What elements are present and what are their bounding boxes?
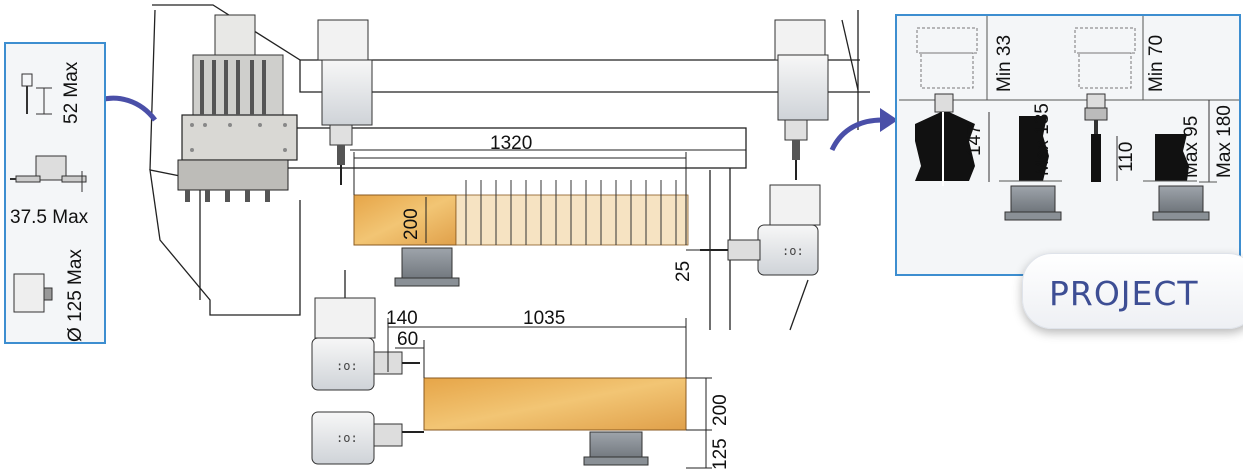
drilling-head: [177, 14, 298, 202]
dim-25: 25: [673, 260, 694, 282]
workpiece-bottom: [423, 377, 687, 466]
label-max-135: Max 135: [1032, 103, 1053, 176]
horizontal-spindles-bottom: :o: :o:: [311, 297, 424, 465]
dim-125: 125: [710, 438, 731, 470]
dim-200-top: 200: [401, 208, 422, 240]
tool-limits-panel-right: Min 33 Min 70 147 Max 135 110 Max 95 Max…: [895, 14, 1241, 276]
label-147: 147: [964, 124, 985, 156]
dim-200-bottom: 200: [710, 394, 731, 426]
label-52-max: 52 Max: [61, 61, 82, 124]
label-min-70: Min 70: [1146, 34, 1167, 92]
label-max-180: Max 180: [1214, 105, 1235, 178]
workpiece-top: [353, 180, 689, 287]
dim-1035: 1035: [523, 308, 566, 329]
spindle-right: [774, 19, 829, 180]
label-min-33: Min 33: [994, 34, 1015, 92]
label-max-95: Max 95: [1181, 115, 1202, 178]
svg-text::o:: :o:: [336, 359, 358, 373]
tool-icons-left: [10, 73, 87, 313]
horizontal-spindle-right: :o:: [700, 184, 821, 276]
spindle-left: [317, 19, 373, 185]
dim-140: 140: [386, 308, 418, 329]
tool-limits-panel-left: 52 Max 37.5 Max Ø 125 Max: [4, 42, 106, 344]
label-37-5-max: 37.5 Max: [10, 207, 89, 228]
arrow-right: [829, 108, 898, 152]
machine-frame: [149, 4, 870, 331]
svg-text::o:: :o:: [782, 244, 804, 258]
dim-60: 60: [397, 329, 419, 350]
svg-text::o:: :o:: [336, 431, 358, 445]
tool-profile-drawings: [899, 16, 1239, 221]
dim-lines-bottom: [387, 318, 712, 469]
label-110: 110: [1116, 141, 1137, 172]
dim-1320: 1320: [490, 133, 533, 154]
project-button[interactable]: PROJECT: [1022, 253, 1243, 329]
project-button-label: PROJECT: [1049, 274, 1199, 313]
label-125-max: Ø 125 Max: [65, 249, 86, 342]
